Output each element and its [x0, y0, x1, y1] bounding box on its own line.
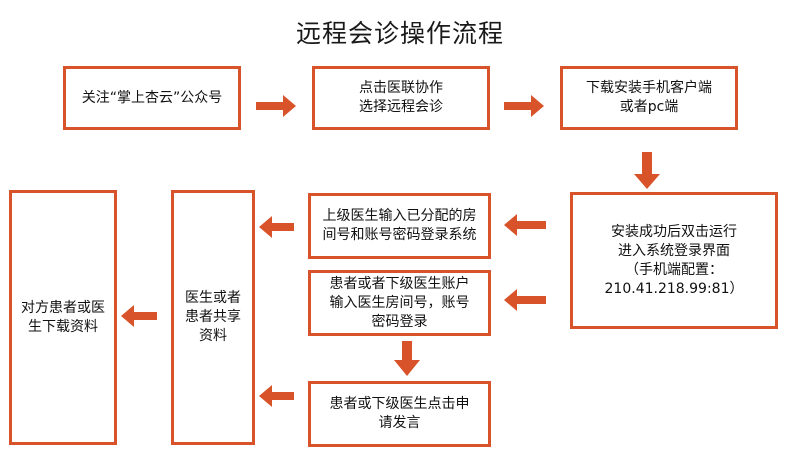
step-download-install: 下载安装手机客户端 或者pc端	[560, 66, 738, 130]
step-download-data: 对方患者或医 生下载资料	[9, 190, 117, 445]
arrow-left-icon	[504, 214, 546, 236]
page-title: 远程会诊操作流程	[295, 19, 504, 48]
arrow-right-icon	[504, 95, 544, 117]
arrow-left-icon	[259, 216, 294, 238]
step-click-select: 点击医联协作 选择远程会诊	[312, 66, 490, 130]
step-apply-speak: 患者或下级医生点击申 请发言	[308, 381, 491, 447]
arrow-right-icon	[256, 95, 296, 117]
arrow-left-icon	[504, 289, 546, 311]
arrow-down-icon	[634, 152, 660, 189]
arrow-left-icon	[121, 305, 157, 327]
step-install-run: 安装成功后双击运行 进入系统登录界面 （手机端配置： 210.41.218.99…	[570, 192, 778, 329]
arrow-left-icon	[259, 385, 294, 407]
step-share-data: 医生或者 患者共享 资料	[171, 190, 255, 445]
arrow-down-icon	[394, 341, 420, 376]
step-follow-account: 关注“掌上杏云”公众号	[63, 66, 241, 130]
step-upper-doctor-login: 上级医生输入已分配的房 间号和账号密码登录系统	[308, 193, 491, 259]
step-patient-login: 患者或者下级医生账户 输入医生房间号，账号 密码登录	[308, 270, 491, 336]
